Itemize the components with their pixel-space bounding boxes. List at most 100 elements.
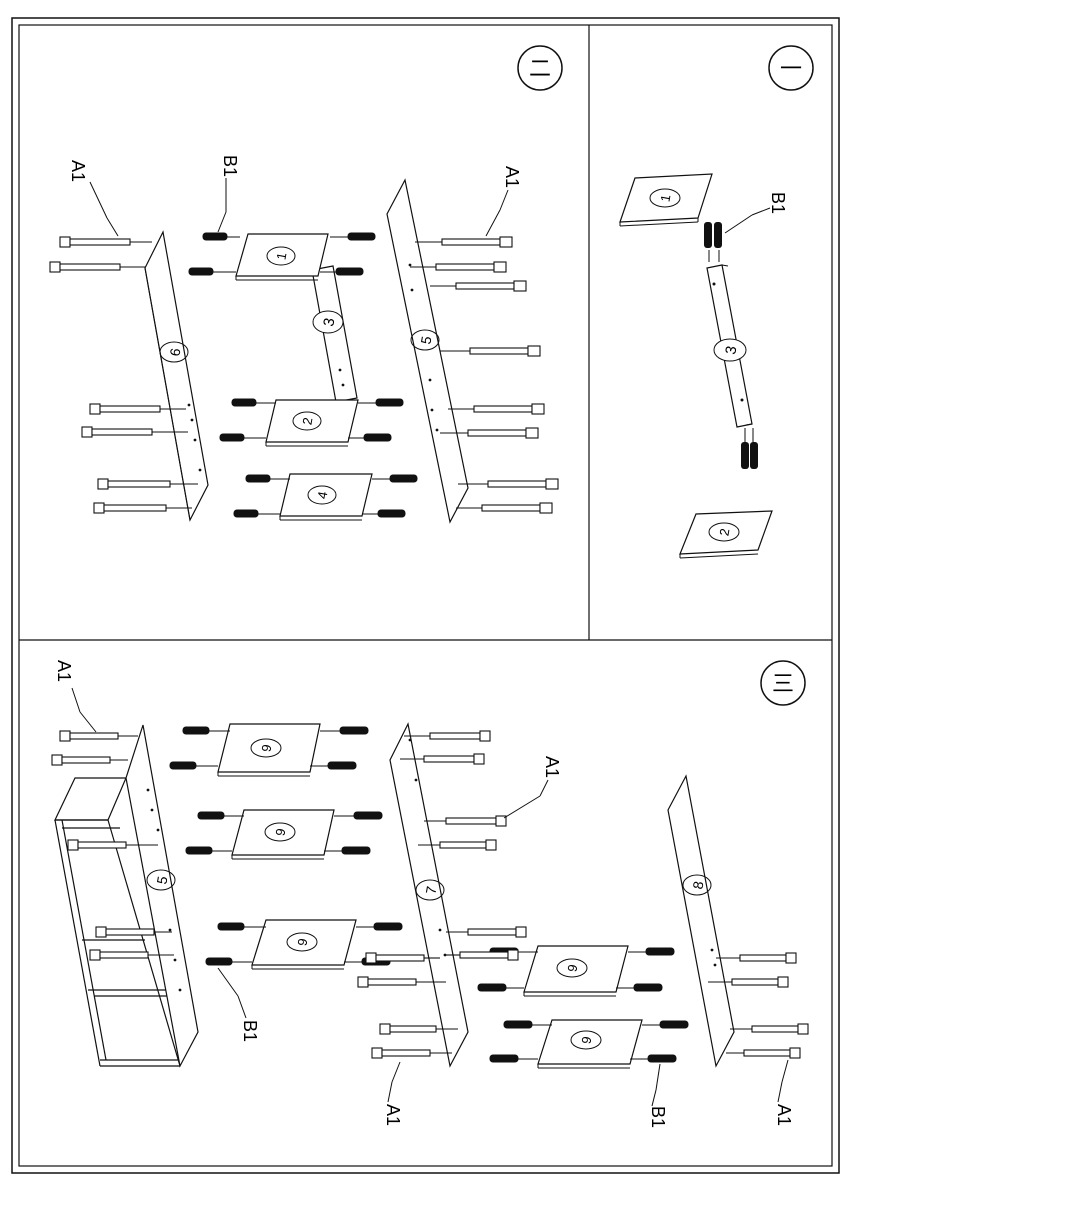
- screw: [59, 236, 152, 248]
- screws-left-step-two: [49, 236, 198, 514]
- step-one-panel: 1 B1 3: [619, 173, 788, 559]
- screw: [440, 427, 539, 439]
- a1-label: A1: [542, 756, 562, 778]
- step-one-badge: 一: [768, 45, 814, 91]
- panel-2-board: 2: [679, 510, 773, 559]
- screw: [371, 1047, 452, 1059]
- part-number-9: 9: [258, 743, 274, 753]
- label-a1-right-step-three: A1: [774, 1059, 794, 1126]
- panel-5-side: 5: [386, 178, 469, 524]
- panel-4-shelf: 4: [279, 473, 373, 521]
- part-number-8: 8: [689, 880, 706, 891]
- screw: [726, 1047, 801, 1059]
- screw: [81, 426, 188, 438]
- part-number-9: 9: [294, 937, 310, 947]
- label-b1-step-one: B1: [724, 192, 788, 234]
- screw: [51, 754, 128, 766]
- screw: [97, 478, 198, 490]
- label-a1-left-step-two: A1: [68, 160, 119, 237]
- screw: [410, 261, 507, 273]
- assembled-carcass: [54, 777, 181, 1067]
- label-b1-step-two: B1: [217, 155, 240, 233]
- part-number-2: 2: [716, 527, 732, 537]
- part-number-6: 6: [166, 347, 183, 358]
- panel-1-shelf: 1: [235, 233, 329, 281]
- screw: [415, 236, 513, 248]
- screws-right-step-two: [410, 236, 559, 514]
- step-three-badge: 三: [760, 660, 806, 706]
- a1-label: A1: [774, 1104, 794, 1126]
- panel-3-rail: 3: [706, 264, 753, 428]
- shelf-9-c: 9: [251, 919, 357, 970]
- part-number-9: 9: [578, 1035, 594, 1045]
- shelf-9-a: 9: [217, 723, 321, 777]
- label-b1-left-step-three: B1: [217, 967, 260, 1042]
- panel-1-board: 1: [619, 173, 713, 227]
- part-number-2-step-two: 2: [299, 416, 315, 426]
- screw: [448, 403, 545, 415]
- label-a1-right-step-two: A1: [485, 166, 522, 237]
- screw: [400, 753, 485, 765]
- a1-label: A1: [383, 1104, 403, 1126]
- b1-label: B1: [240, 1020, 260, 1042]
- panel-7-center: 7: [389, 722, 469, 1068]
- screw: [59, 730, 138, 742]
- label-b1-right-step-three: B1: [648, 1063, 668, 1128]
- screw: [357, 976, 446, 988]
- panel-6-side: 6: [144, 230, 209, 522]
- step-two-numeral: 二: [529, 56, 551, 81]
- screw: [440, 345, 541, 357]
- screw: [708, 976, 789, 988]
- screw: [89, 949, 174, 961]
- b1-label: B1: [220, 155, 240, 177]
- part-number-3: 3: [722, 345, 740, 356]
- step-three-panel: 5 7 8: [51, 660, 809, 1128]
- part-number-1-step-two: 1: [273, 251, 289, 261]
- screw: [430, 280, 527, 292]
- part-number-5-step-three: 5: [153, 875, 170, 886]
- panel-8-right: 8: [667, 774, 735, 1068]
- shelf-9-b: 9: [231, 809, 335, 860]
- screw: [730, 1023, 809, 1035]
- a1-label: A1: [54, 660, 74, 682]
- dowels-step-two: [188, 232, 418, 518]
- panel-3-rail-step-two: 3: [311, 265, 358, 403]
- label-a1-top-left-step-three: A1: [54, 660, 97, 733]
- step-one-numeral: 一: [780, 56, 802, 81]
- screw: [95, 926, 172, 938]
- screw: [418, 839, 497, 851]
- dowel-group-top: [704, 222, 722, 262]
- label-a1-middle-step-three: A1: [503, 756, 562, 819]
- screw: [458, 478, 559, 490]
- outer-frame: [11, 17, 840, 1174]
- screw: [379, 1023, 458, 1035]
- panel-2-shelf: 2: [265, 399, 359, 447]
- screw: [49, 261, 146, 273]
- part-number-9: 9: [272, 827, 288, 837]
- screw: [424, 815, 507, 827]
- panel-5-side-step-three: 5: [125, 724, 199, 1068]
- screw: [93, 502, 192, 514]
- step-three-numeral: 三: [772, 671, 794, 696]
- screw: [456, 502, 553, 514]
- inner-frame: [18, 24, 833, 1167]
- a1-label: A1: [502, 166, 522, 188]
- screw: [67, 839, 158, 851]
- screw: [444, 949, 519, 961]
- part-number-1: 1: [657, 193, 673, 203]
- shelf-9-e: 9: [537, 1019, 643, 1069]
- dowel-group-bottom: [741, 428, 758, 469]
- a1-label: A1: [68, 160, 88, 182]
- screw: [365, 952, 440, 964]
- shelf-9-d: 9: [523, 945, 629, 997]
- screw: [89, 403, 186, 415]
- part-number-7: 7: [422, 885, 439, 896]
- part-number-4: 4: [314, 490, 330, 500]
- screw: [716, 952, 797, 964]
- screw: [404, 730, 491, 742]
- part-number-9: 9: [564, 963, 580, 973]
- screws-step-three: [51, 730, 809, 1059]
- b1-label: B1: [648, 1106, 668, 1128]
